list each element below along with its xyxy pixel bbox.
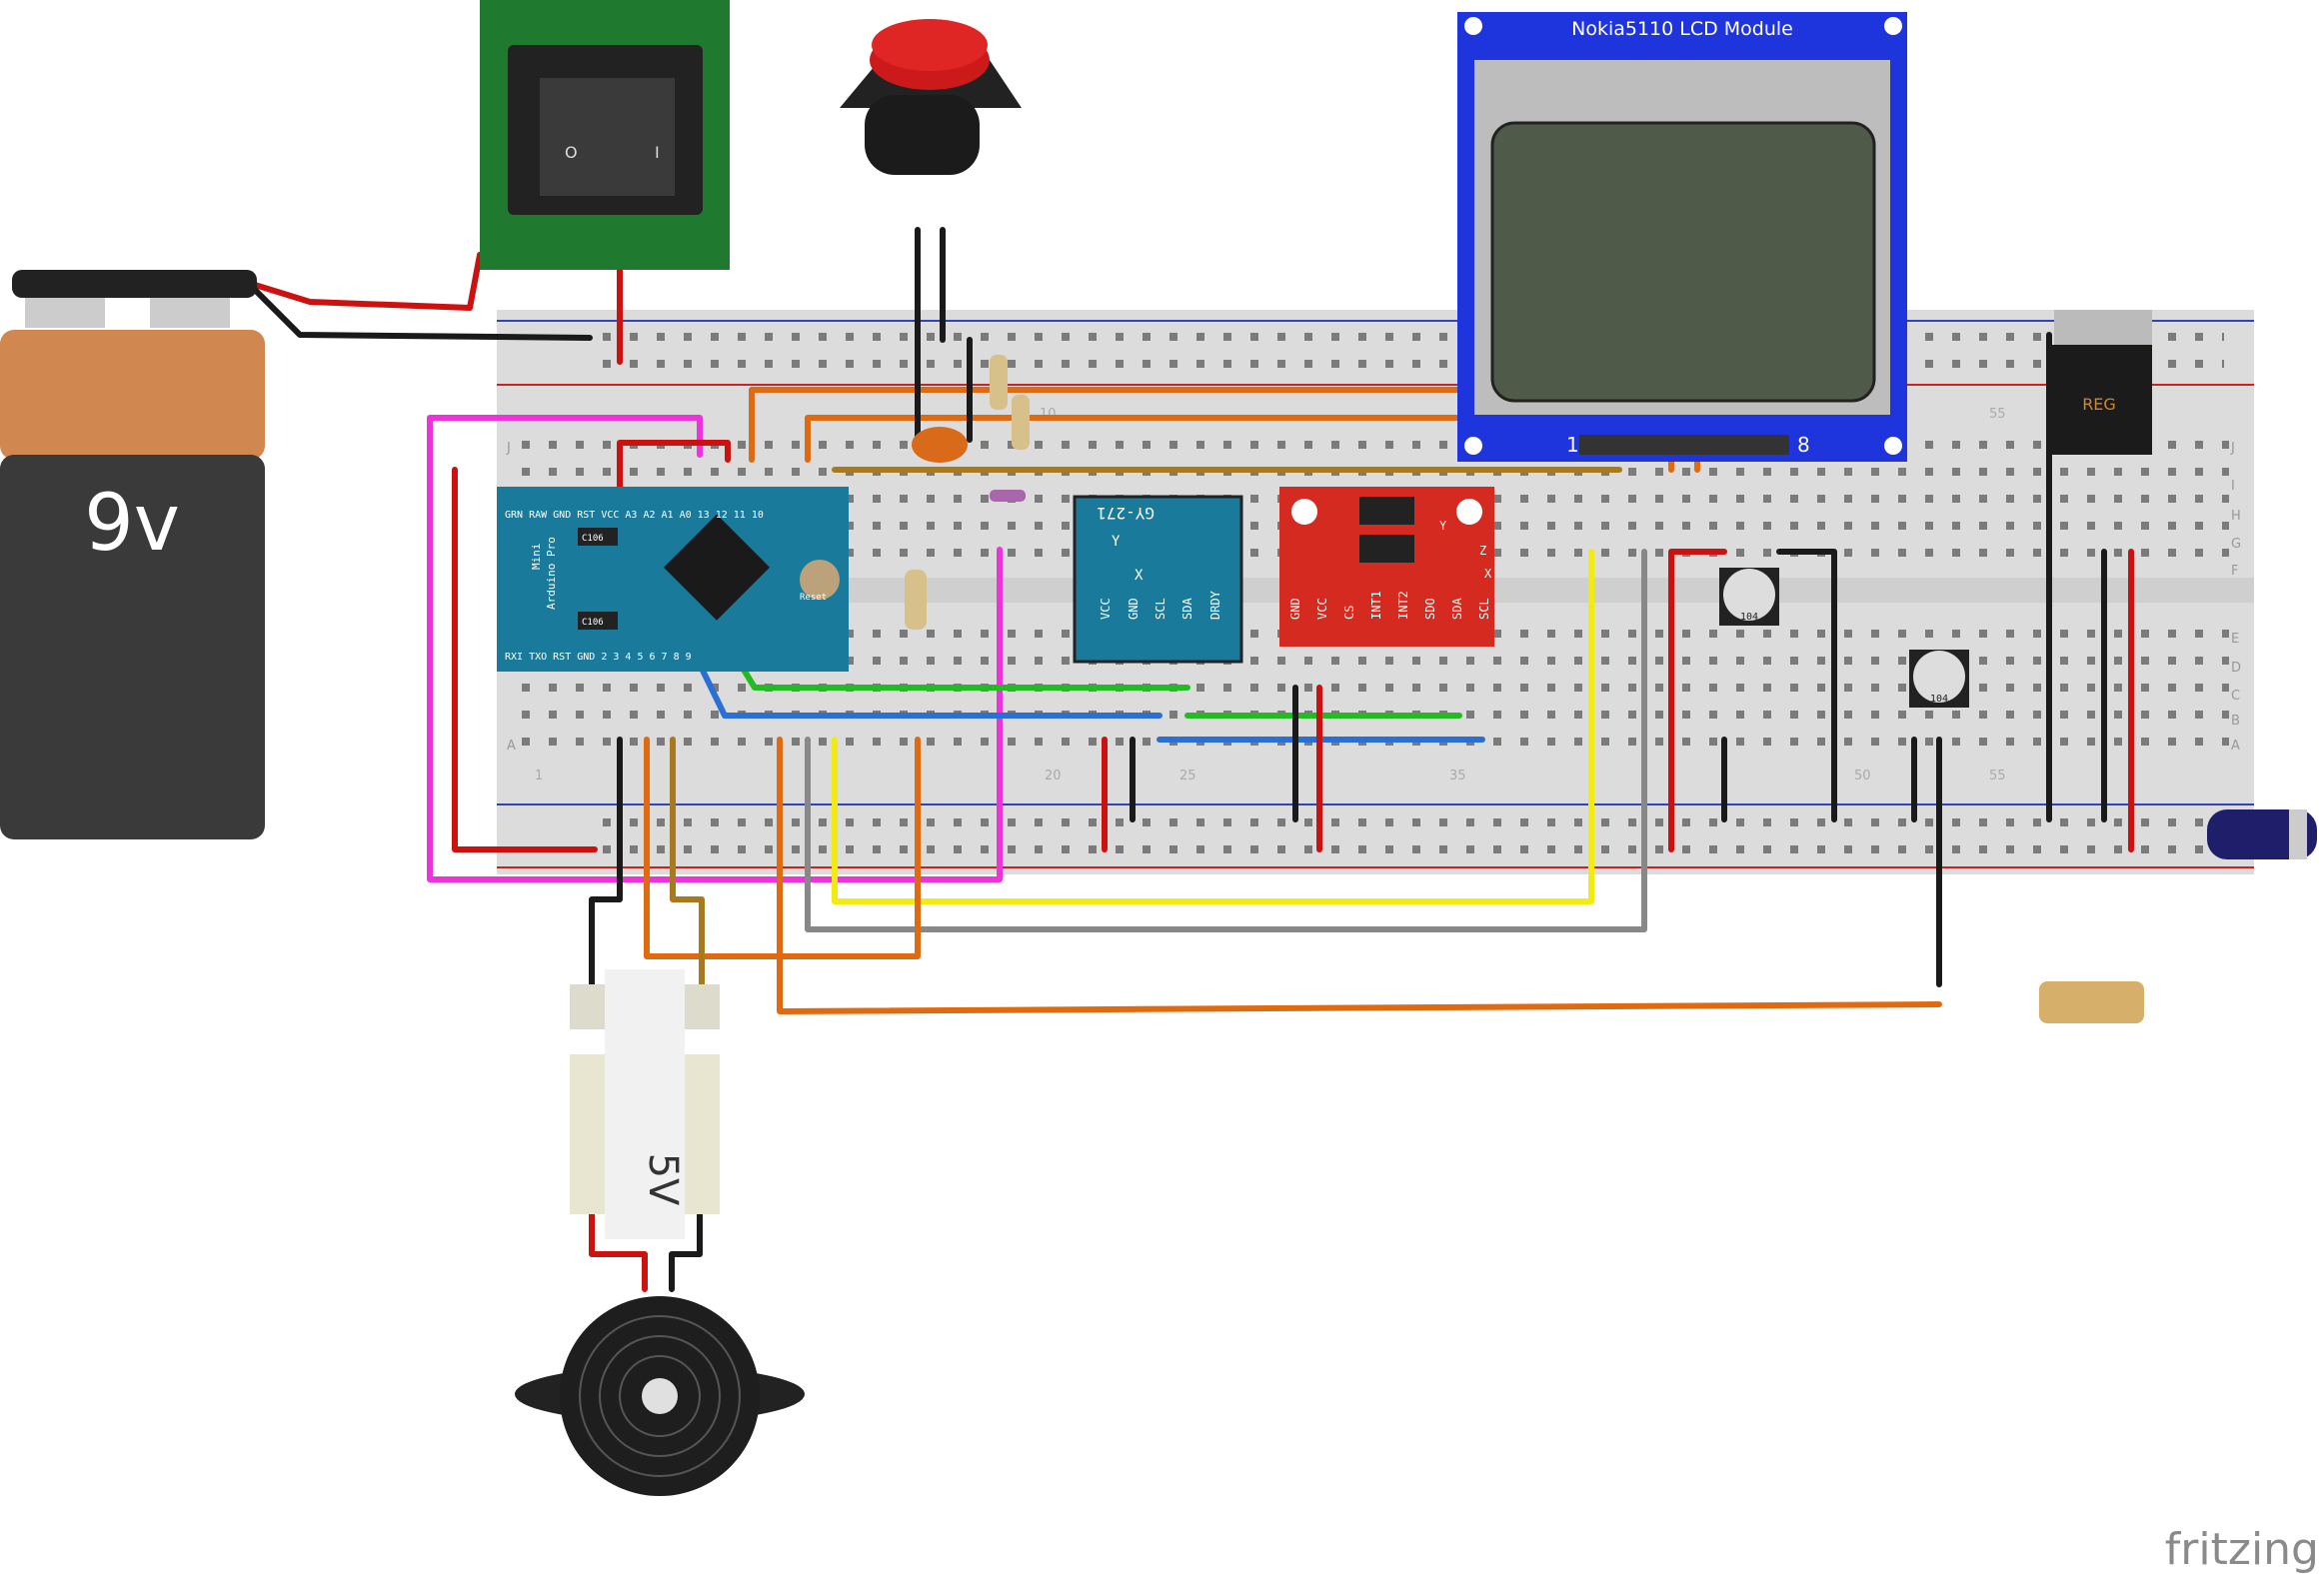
wire-battery-black bbox=[252, 287, 593, 341]
accel-pin-int2: INT2 bbox=[1396, 591, 1410, 620]
laser-module bbox=[2039, 981, 2144, 1023]
col-number-25: 25 bbox=[1179, 769, 1196, 784]
fritzing-logo: fritzing bbox=[2165, 1524, 2319, 1574]
row-letter-a: A bbox=[2231, 739, 2240, 754]
piezo-buzzer bbox=[515, 1296, 805, 1496]
col-number-35: 35 bbox=[1449, 769, 1466, 784]
lcd-pin-first: 1 bbox=[1566, 433, 1579, 457]
gy271-pin-drdy: DRDY bbox=[1208, 590, 1222, 620]
accel-pin-vcc: VCC bbox=[1315, 598, 1329, 620]
wire-red-pot bbox=[1668, 549, 1727, 852]
switch-on-label: I bbox=[655, 143, 660, 162]
accel-pin-scl: SCL bbox=[1477, 598, 1491, 620]
accel-pin-gnd: GND bbox=[1288, 598, 1302, 620]
gy271-pin-gnd: GND bbox=[1127, 598, 1141, 620]
ceramic-capacitor bbox=[912, 427, 968, 463]
arduino-reset-label: Reset bbox=[800, 593, 827, 603]
gy271-pin-scl: SCL bbox=[1154, 598, 1167, 620]
resistors bbox=[905, 355, 1030, 630]
arduino-chip2: C106 bbox=[582, 618, 604, 628]
col-number-20: 20 bbox=[1045, 769, 1062, 784]
row-letter-i: I bbox=[2231, 479, 2235, 494]
push-button[interactable] bbox=[840, 19, 1022, 175]
wire-brown-relay bbox=[670, 737, 705, 1017]
wires bbox=[252, 227, 2134, 1292]
row-letter-f: F bbox=[2231, 564, 2238, 579]
arduino-chip1: C106 bbox=[582, 534, 604, 544]
col-number-55-top: 55 bbox=[1989, 407, 2006, 422]
row-letter-e: E bbox=[2231, 632, 2239, 647]
accel-pin-sda: SDA bbox=[1450, 598, 1464, 620]
trimpot-1-label: 104 bbox=[1740, 612, 1758, 623]
battery-9v: 9v bbox=[0, 270, 265, 839]
switch-off-label: O bbox=[565, 143, 578, 162]
gy271-pin-vcc: VCC bbox=[1099, 598, 1113, 620]
wire-red-left bbox=[452, 467, 598, 852]
arduino-top-pins: GRN RAW GND RST VCC A3 A2 A1 A0 13 12 11… bbox=[505, 510, 764, 521]
row-letter-g: G bbox=[2231, 537, 2241, 552]
lcd-pin-last: 8 bbox=[1797, 433, 1810, 457]
wire-black-pot bbox=[1776, 549, 1837, 822]
row-letter-h: H bbox=[2231, 509, 2241, 524]
relay: 5V bbox=[570, 969, 720, 1239]
accel-axis-x: X bbox=[1484, 567, 1492, 581]
regulator-label: REG bbox=[2082, 395, 2116, 414]
wire-black-relay bbox=[589, 737, 623, 1017]
accelerometer-module: Y Z X GND VCC CS INT1 INT2 SDO SDA SCL bbox=[1279, 487, 1494, 647]
arduino-bottom-pins: RXI TXO RST GND 2 3 4 5 6 7 8 9 bbox=[505, 652, 692, 663]
lcd-title: Nokia5110 LCD Module bbox=[1571, 18, 1793, 40]
wire-red-vcc bbox=[617, 440, 731, 498]
col-number-50: 50 bbox=[1854, 769, 1871, 784]
gy271-magnetometer: GY-271 Y X VCC GND SCL SDA DRDY bbox=[1073, 495, 1243, 664]
trimpot-2-label: 104 bbox=[1930, 694, 1948, 705]
accel-pin-int1: INT1 bbox=[1369, 591, 1383, 620]
gy271-axis-x: X bbox=[1135, 568, 1144, 584]
row-letter-j-right: J bbox=[2230, 441, 2235, 456]
row-letter-c: C bbox=[2231, 689, 2240, 704]
row-letter-b: B bbox=[2231, 714, 2240, 729]
gy271-title: GY-271 bbox=[1097, 504, 1155, 523]
accel-axis-z: Z bbox=[1479, 544, 1486, 558]
wire-pink bbox=[427, 415, 1003, 882]
wire-orange-laser bbox=[777, 737, 1942, 1014]
col-number-55: 55 bbox=[1989, 769, 2006, 784]
accel-pin-sdo: SDO bbox=[1423, 598, 1437, 620]
row-letter-d: D bbox=[2231, 661, 2241, 676]
battery-label: 9v bbox=[84, 479, 180, 569]
row-letter-j: J bbox=[506, 441, 511, 456]
gy271-axis-y: Y bbox=[1112, 534, 1121, 550]
accel-axis-y: Y bbox=[1439, 519, 1447, 533]
wire-gray bbox=[805, 549, 1647, 932]
gy271-pin-sda: SDA bbox=[1180, 598, 1194, 620]
trimpot-1[interactable]: 104 bbox=[1719, 568, 1779, 626]
accel-pin-cs: CS bbox=[1342, 606, 1356, 620]
arduino-name-2: Mini bbox=[530, 544, 543, 571]
arduino-pro-mini: Reset GRN RAW GND RST VCC A3 A2 A1 A0 13… bbox=[497, 487, 849, 672]
nokia5110-lcd: Nokia5110 LCD Module 1 8 bbox=[1457, 12, 1907, 462]
voltage-regulator: REG bbox=[2049, 310, 2152, 455]
arduino-name-1: Arduino Pro bbox=[545, 537, 558, 610]
wire-yellow bbox=[832, 549, 1594, 904]
trimpot-2[interactable]: 104 bbox=[1909, 650, 1969, 708]
relay-label: 5V bbox=[640, 1153, 686, 1206]
col-number-1: 1 bbox=[535, 769, 543, 784]
row-letter-a-left: A bbox=[507, 739, 516, 754]
rocker-switch[interactable]: O I bbox=[480, 0, 730, 270]
electrolytic-capacitor bbox=[2207, 809, 2317, 859]
